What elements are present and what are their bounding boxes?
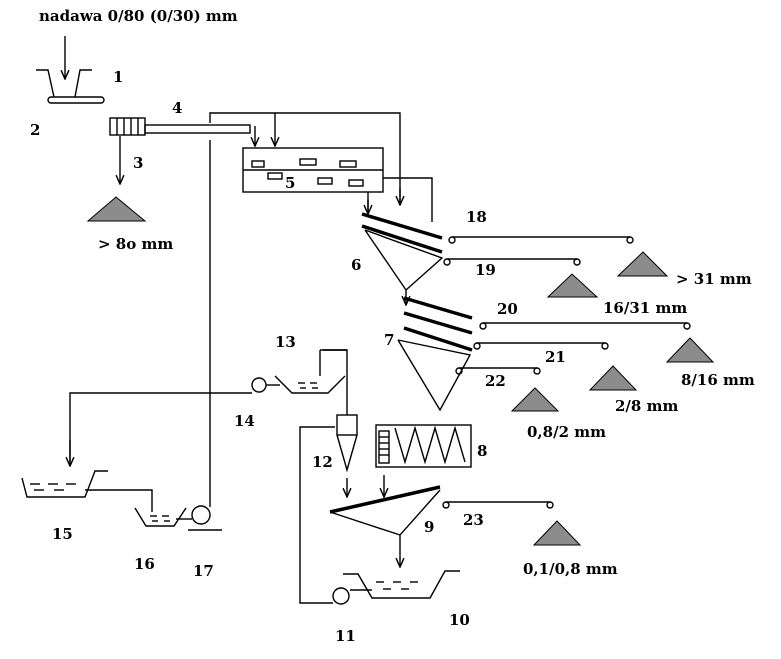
- label-8: 8: [477, 442, 487, 460]
- product-label-08-2: 0,8/2 mm: [527, 423, 606, 441]
- label-14: 14: [234, 412, 255, 430]
- return-line-15: [70, 392, 252, 466]
- product-label-8-16: 8/16 mm: [681, 371, 755, 389]
- water-tank-15: [21, 470, 153, 512]
- pile-16-31: [546, 273, 599, 298]
- sump-tank-16: [134, 507, 192, 527]
- pump-14: [251, 377, 280, 393]
- triple-deck-screen: [397, 296, 473, 412]
- double-deck-screen-1: [361, 212, 444, 305]
- top-distribution-lines: [209, 112, 400, 205]
- label-17: 17: [193, 562, 214, 580]
- label-7: 7: [384, 331, 394, 349]
- product-label-2-8: 2/8 mm: [615, 397, 678, 415]
- pile-2-8: [588, 365, 638, 391]
- spiral-classifier: [375, 424, 472, 468]
- conveyor-20: [479, 322, 691, 330]
- pile-01-08: [532, 520, 582, 546]
- label-20: 20: [497, 300, 518, 318]
- oversize-pile: [86, 196, 147, 222]
- label-2: 2: [30, 121, 40, 139]
- conveyor-23: [442, 501, 554, 509]
- pump-17: [188, 140, 222, 531]
- label-23: 23: [463, 511, 484, 529]
- label-21: 21: [545, 348, 566, 366]
- dewatering-screen: [329, 475, 441, 567]
- label-3: 3: [133, 154, 143, 172]
- label-13: 13: [275, 333, 296, 351]
- conveyor-19: [443, 258, 581, 266]
- conveyor-21: [473, 342, 609, 350]
- label-18: 18: [466, 208, 487, 226]
- label-22: 22: [485, 372, 506, 390]
- product-label-over80: > 8o mm: [98, 235, 173, 253]
- label-15: 15: [52, 525, 73, 543]
- tank-13: [274, 349, 347, 394]
- label-11: 11: [335, 627, 356, 645]
- label-10: 10: [449, 611, 470, 629]
- label-12: 12: [312, 453, 333, 471]
- label-5: 5: [285, 174, 295, 192]
- label-4: 4: [172, 99, 182, 117]
- feed-hopper: [36, 36, 105, 104]
- label-1: 1: [113, 68, 123, 86]
- grizzly-screen: [109, 117, 146, 136]
- feed-label: nadawa 0/80 (0/30) mm: [39, 7, 238, 25]
- product-label-16-31: 16/31 mm: [603, 299, 687, 317]
- product-label-over31: > 31 mm: [676, 270, 752, 288]
- conveyor-18: [448, 236, 634, 244]
- pile-08-2: [510, 387, 560, 412]
- product-label-01-08: 0,1/0,8 mm: [523, 560, 618, 578]
- pump-11: [299, 426, 350, 605]
- label-6: 6: [351, 256, 361, 274]
- label-9: 9: [424, 518, 434, 536]
- washing-unit: [242, 147, 433, 222]
- label-19: 19: [475, 261, 496, 279]
- pile-8-16: [665, 337, 715, 363]
- belt-conveyor: [144, 124, 251, 134]
- pile-over31: [616, 251, 669, 277]
- hydrocyclone: [323, 349, 358, 497]
- settling-tank-10: [343, 570, 460, 599]
- label-16: 16: [134, 555, 155, 573]
- conveyor-22: [455, 367, 541, 375]
